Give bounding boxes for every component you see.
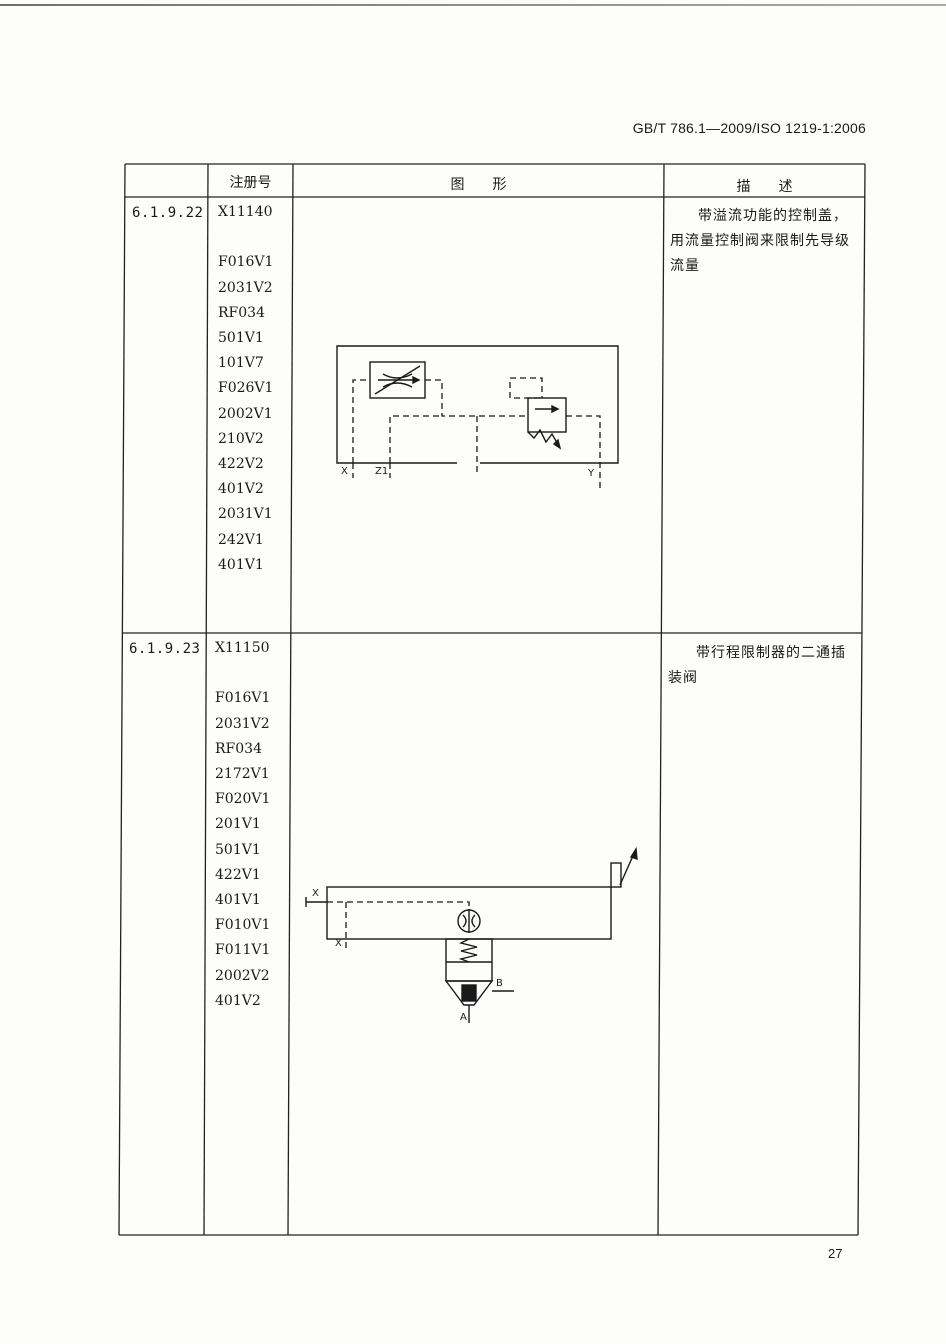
code-item [215,661,270,686]
code-item: 401V2 [215,992,261,1009]
code-item: X11140 [218,204,273,220]
code-item: F016V1 [218,254,274,271]
row-1-label-z1: Z1 [375,466,389,477]
row-2-id: 6.1.9.23 [129,641,201,657]
code-item: 2031V1 [218,506,273,523]
code-item: 2172V1 [215,766,270,783]
code-item: F026V1 [218,380,274,397]
header-description: 描 述 [736,179,793,195]
code-item: F011V1 [215,942,271,959]
row-1-codes: X11140 F016V1 2031V2 RF034 501V1 101V7 F… [218,200,273,578]
code-item: 210V2 [218,430,264,447]
standard-code-header: GB/T 786.1—2009/ISO 1219-1:2006 [632,120,866,136]
code-item: X11150 [215,640,270,656]
row-1-id: 6.1.9.22 [132,205,204,221]
code-item: 422V2 [218,456,264,473]
row-1-description: 带溢流功能的控制盖，用流量控制阀来限制先导级流量 [670,208,850,274]
code-item: 101V7 [218,355,264,372]
code-item: 2002V1 [218,405,273,422]
code-item: 501V1 [218,330,264,347]
header-graphic: 图 形 [450,177,507,193]
row-2-label-x-top: X [312,888,319,899]
row-2-codes: X11150 F016V1 2031V2 RF034 2172V1 F020V1… [215,636,270,1014]
row-2-label-x-bottom: X [335,938,342,949]
code-item: 401V1 [218,556,264,573]
code-item: F010V1 [215,917,271,934]
row-1-label-y: Y [588,468,595,479]
row-1-symbol-pilot-control-cover [336,345,619,488]
code-item: 242V1 [218,531,264,548]
relief-valve-box [527,397,567,433]
row-1-label-x: X [341,466,348,477]
scan-edge-line [0,4,946,6]
row-2-symbol-cartridge-valve-stroke-limiter [305,846,638,1023]
code-item: 422V1 [215,866,261,883]
code-item [218,225,273,250]
code-item: 401V1 [215,892,261,909]
code-item: 2031V2 [218,279,273,296]
code-item: 2002V2 [215,967,270,984]
code-item: RF034 [218,304,265,321]
code-item: F016V1 [215,690,271,707]
code-item: RF034 [215,740,262,757]
code-item: F020V1 [215,791,271,808]
code-item: 201V1 [215,816,261,833]
code-item: 401V2 [218,481,264,498]
code-item: 2031V2 [215,715,270,732]
row-2-label-a: A [460,1012,467,1023]
code-item: 501V1 [215,841,261,858]
header-registration: 注册号 [229,175,272,191]
page-number: 27 [828,1246,843,1261]
row-2-label-b: B [496,978,503,989]
row-2-description: 带行程限制器的二通插装阀 [668,645,846,686]
